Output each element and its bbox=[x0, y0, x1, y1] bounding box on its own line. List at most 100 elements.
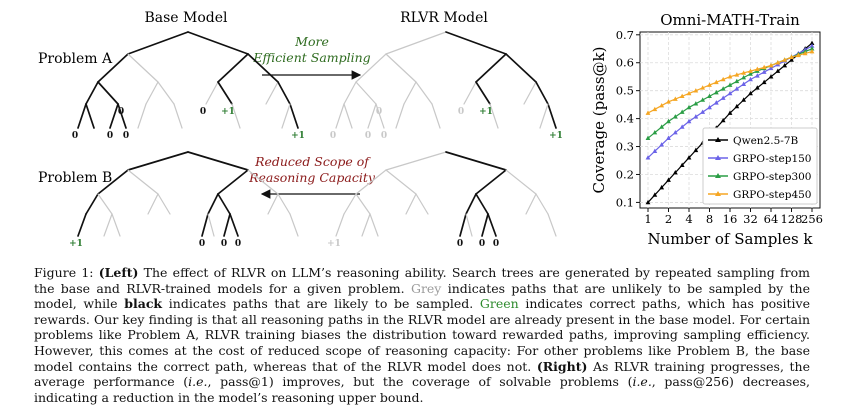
caption-fig-label: Figure 1: bbox=[34, 265, 94, 280]
tree-reward-label: 0 bbox=[381, 131, 387, 141]
tree-reward-label: 0 bbox=[72, 131, 78, 141]
series-point bbox=[659, 102, 665, 108]
series-point bbox=[666, 99, 671, 104]
series-point bbox=[659, 124, 665, 129]
tree-reward-label: 0 bbox=[479, 239, 485, 249]
y-tick-label: 0.1 bbox=[616, 195, 634, 209]
series-point bbox=[679, 109, 685, 114]
tree-edge-grey bbox=[127, 53, 159, 83]
tree-edge-black bbox=[77, 103, 87, 129]
tree-edge-grey bbox=[431, 103, 441, 129]
series-point bbox=[734, 78, 740, 84]
series-point bbox=[768, 74, 774, 79]
series-point bbox=[686, 155, 692, 160]
series-point bbox=[720, 76, 726, 82]
tree-edge-black bbox=[85, 81, 99, 105]
series-point bbox=[720, 117, 726, 123]
tree-reward-label: +1 bbox=[479, 107, 493, 117]
tree-edge-grey bbox=[127, 169, 159, 195]
series-point bbox=[734, 103, 740, 109]
caption-text-4: indicates correct paths, which has posit… bbox=[34, 296, 810, 374]
arrow-b-label-line2: Reasoning Capacity bbox=[248, 170, 376, 185]
series-point bbox=[672, 129, 678, 135]
series-point bbox=[645, 199, 651, 205]
tree-edge-black bbox=[505, 53, 537, 83]
tree-edge-black bbox=[97, 53, 129, 83]
legend-marker bbox=[715, 137, 721, 142]
tree-edge-grey bbox=[547, 213, 557, 237]
series-point bbox=[679, 162, 685, 167]
series-point bbox=[666, 118, 671, 124]
tree-edge-black bbox=[247, 53, 279, 83]
series-point bbox=[761, 64, 767, 70]
arrow-a-label-line2: Efficient Sampling bbox=[252, 50, 370, 65]
series-point bbox=[727, 90, 733, 96]
tree-edge-grey bbox=[523, 81, 537, 105]
tree-edge-black bbox=[217, 193, 231, 215]
rlvr-model-title: RLVR Model bbox=[400, 10, 488, 26]
caption-text-6: , pass@1) improves, but the coverage of … bbox=[207, 374, 633, 390]
legend-box bbox=[702, 127, 818, 205]
tree-edge-grey bbox=[281, 103, 291, 129]
problem-b-label: Problem B bbox=[38, 170, 112, 186]
tree-edge-black bbox=[445, 31, 507, 55]
tree-edge-grey bbox=[361, 213, 371, 237]
tree-edge-grey bbox=[535, 193, 549, 215]
tree-edge-grey bbox=[147, 193, 159, 215]
series-point bbox=[645, 110, 651, 115]
series-point bbox=[686, 118, 692, 124]
tree-reward-label: 0 bbox=[123, 131, 129, 141]
series-point bbox=[713, 79, 719, 85]
tree-reward-label: 0 bbox=[199, 239, 205, 249]
y-tick-label: 0.2 bbox=[616, 167, 634, 181]
tree-edge-black bbox=[481, 213, 489, 237]
y-tick-label: 0.4 bbox=[616, 112, 634, 126]
tree-edge-grey bbox=[343, 193, 357, 215]
caption-ie-2: i.e. bbox=[632, 374, 652, 390]
x-tick-label: 64 bbox=[764, 212, 779, 226]
legend-marker bbox=[715, 155, 721, 160]
tree-edge-grey bbox=[369, 213, 379, 237]
tree-edge-black bbox=[475, 169, 507, 195]
caption-text-2: indicates paths that are unlikely to be … bbox=[34, 280, 810, 312]
x-tick-label: 32 bbox=[743, 212, 758, 226]
tree-reward-label: 0 bbox=[107, 131, 113, 141]
series-point bbox=[672, 96, 678, 101]
tree-edge-black bbox=[77, 213, 87, 237]
tree-edge-grey bbox=[403, 81, 417, 105]
series-point bbox=[741, 70, 747, 75]
tree-edge-black bbox=[445, 151, 507, 171]
tree-edge-grey bbox=[505, 169, 537, 195]
tree-reward-label: 0 bbox=[376, 107, 382, 117]
tree-edge-black bbox=[97, 169, 129, 195]
tree-edge-grey bbox=[415, 81, 433, 105]
tree-reward-label: +1 bbox=[549, 131, 563, 141]
series-point bbox=[720, 86, 726, 91]
tree-edge-grey bbox=[247, 169, 279, 195]
tree-edge-grey bbox=[343, 81, 357, 105]
tree-edge-black bbox=[117, 103, 127, 129]
figure-caption: Figure 1: (Left) The effect of RLVR on L… bbox=[34, 265, 810, 405]
series-point bbox=[809, 48, 815, 54]
tree-edge-grey bbox=[463, 81, 477, 105]
series-point bbox=[707, 93, 712, 99]
caption-black-word: black bbox=[124, 296, 163, 312]
series-point bbox=[659, 142, 665, 147]
tree-edge-black bbox=[97, 81, 119, 105]
tree-edge-grey bbox=[385, 31, 447, 55]
tree-reward-label: +1 bbox=[69, 239, 83, 249]
series-point bbox=[700, 97, 706, 102]
caption-text-5: As RLVR training progresses, the average… bbox=[34, 358, 810, 390]
tree-edge-grey bbox=[539, 103, 549, 129]
tree-edge-grey bbox=[173, 103, 183, 129]
series-point bbox=[693, 88, 699, 93]
caption-grey-word: Grey bbox=[410, 280, 442, 296]
tree-reward-label: +1 bbox=[221, 107, 235, 117]
legend-label: Qwen2.5-7B bbox=[733, 135, 798, 147]
tree-reward-label: 0 bbox=[235, 239, 241, 249]
series-point bbox=[789, 54, 794, 59]
tree-edge-black bbox=[475, 81, 491, 105]
figure-panel: Base Model RLVR Model Problem A Problem … bbox=[38, 10, 823, 249]
series-point bbox=[768, 62, 774, 68]
